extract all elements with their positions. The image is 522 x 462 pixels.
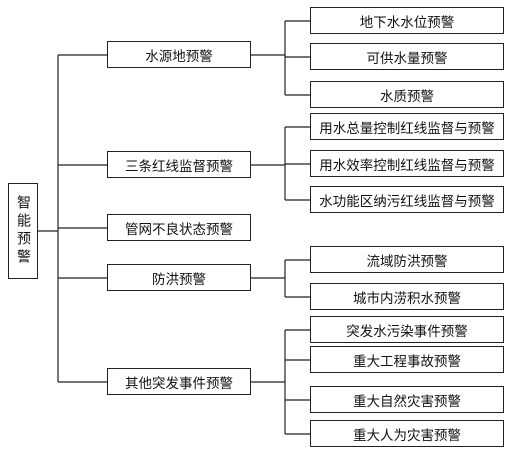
leaf-node-basin-flood: 流域防洪预警 bbox=[310, 246, 504, 273]
leaf-node-efficiency-redline: 用水效率控制红线监督与预警 bbox=[310, 150, 504, 177]
leaf-node-total-usage-redline: 用水总量控制红线监督与预警 bbox=[310, 113, 504, 140]
leaf-node-groundwater-level: 地下水水位预警 bbox=[310, 7, 504, 34]
category-node-pipe-network: 管网不良状态预警 bbox=[107, 214, 251, 241]
leaf-node-pollution-redline: 水功能区纳污红线监督与预警 bbox=[310, 186, 504, 213]
leaf-node-urban-waterlogging: 城市内涝积水预警 bbox=[310, 283, 504, 310]
leaf-node-engineering-accident: 重大工程事故预警 bbox=[310, 346, 504, 373]
category-node-water-source: 水源地预警 bbox=[107, 41, 251, 68]
root-node: 智能预警 bbox=[8, 183, 38, 279]
category-node-three-red-lines: 三条红线监督预警 bbox=[107, 151, 251, 178]
category-node-flood-control: 防洪预警 bbox=[107, 264, 251, 291]
leaf-node-available-water: 可供水量预警 bbox=[310, 43, 504, 70]
category-node-other-emergencies: 其他突发事件预警 bbox=[107, 368, 251, 395]
leaf-node-water-quality: 水质预警 bbox=[310, 81, 504, 108]
leaf-node-natural-disaster: 重大自然灾害预警 bbox=[310, 386, 504, 413]
leaf-node-water-pollution-event: 突发水污染事件预警 bbox=[310, 316, 504, 343]
leaf-node-man-made-disaster: 重大人为灾害预警 bbox=[310, 420, 504, 447]
